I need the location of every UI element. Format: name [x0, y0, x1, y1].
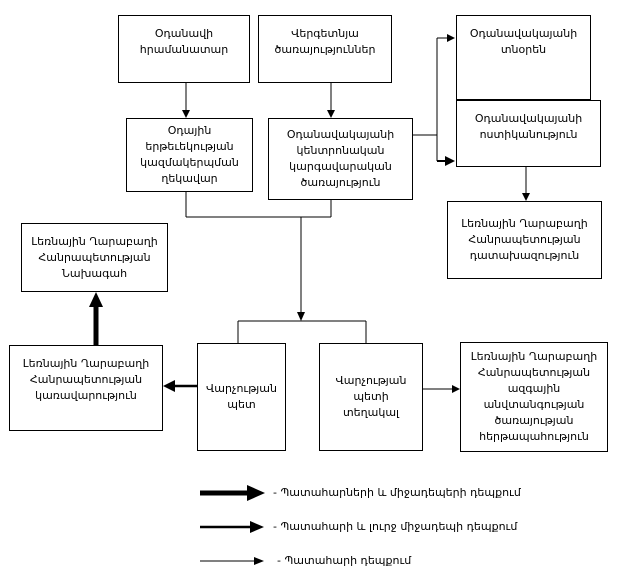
president-box: Լեռնային Ղարաբաղի Հանրապետության Նախագահ — [21, 223, 168, 292]
airport-police-box: Օդանավակայանի ոստիկանություն — [456, 100, 601, 167]
national-security-duty-label: Լեռնային Ղարաբաղի Հանրապետության ազգային… — [470, 350, 598, 443]
airport-director-label: Օդանավակայանի տնօրեն — [469, 27, 578, 56]
airport-police-label: Օդանավակայանի ոստիկանություն — [474, 112, 583, 141]
air-traffic-manager-box: Օդային երթեւեկության կազմակերպման ղեկավա… — [126, 118, 253, 192]
legend-thin-label: - Պատահարի դեպքում — [277, 554, 412, 567]
department-head-label: Վարչության պետ — [206, 382, 277, 411]
ground-services-box: Վերգետնյա ծառայություններ — [258, 15, 392, 83]
government-label: Լեռնային Ղարաբաղի Հանրապետության կառավար… — [22, 357, 150, 402]
prosecutor-office-box: Լեռնային Ղարաբաղի Հանրապետության դատախազ… — [447, 201, 602, 279]
deputy-head-box: Վարչության պետի տեղակալ — [319, 343, 423, 451]
aircraft-commander-box: Օդանավի հրամանատար — [118, 15, 250, 83]
national-security-duty-box: Լեռնային Ղարաբաղի Հանրապետության ազգային… — [460, 342, 608, 452]
legend-thick-label: - Պատահարների և միջադեպերի դեպքում — [273, 486, 521, 499]
prosecutor-office-label: Լեռնային Ղարաբաղի Հանրապետության դատախազ… — [461, 217, 588, 262]
ground-services-label: Վերգետնյա ծառայություններ — [274, 27, 376, 56]
airport-director-box: Օդանավակայանի տնօրեն — [456, 15, 591, 100]
aircraft-commander-label: Օդանավի հրամանատար — [139, 27, 229, 56]
deputy-head-label: Վարչության պետի տեղակալ — [335, 374, 407, 419]
department-head-box: Վարչության պետ — [197, 343, 286, 451]
government-box: Լեռնային Ղարաբաղի Հանրապետության կառավար… — [9, 345, 163, 431]
airport-central-dispatch-label: Օդանավակայանի կենտրոնական կարգավարական ծ… — [286, 128, 395, 189]
air-traffic-manager-label: Օդային երթեւեկության կազմակերպման ղեկավա… — [140, 124, 239, 185]
president-label: Լեռնային Ղարաբաղի Հանրապետության Նախագահ — [31, 235, 158, 280]
legend-medium-label: - Պատահարի և լուրջ միջադեպի դեպքում — [273, 520, 518, 533]
airport-central-dispatch-box: Օդանավակայանի կենտրոնական կարգավարական ծ… — [268, 118, 413, 200]
